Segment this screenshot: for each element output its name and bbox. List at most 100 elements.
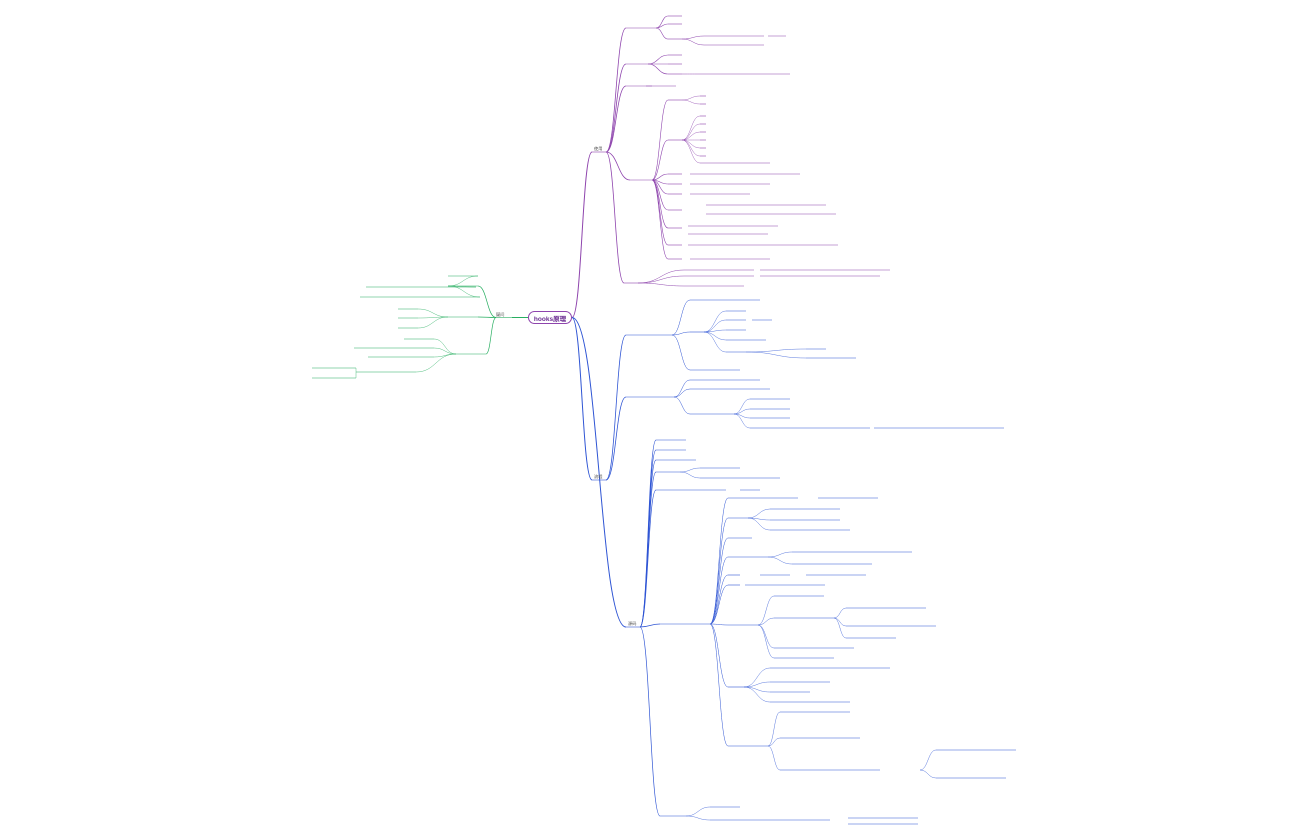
connector bbox=[605, 85, 627, 153]
connector bbox=[681, 123, 701, 141]
branch-connector bbox=[571, 151, 593, 318]
connector bbox=[743, 686, 771, 693]
connector bbox=[651, 139, 669, 181]
connector bbox=[747, 517, 771, 531]
connector bbox=[681, 115, 701, 141]
connector bbox=[417, 316, 449, 329]
connector bbox=[605, 63, 627, 153]
connector bbox=[733, 398, 751, 415]
connector bbox=[673, 379, 691, 398]
connector bbox=[743, 681, 771, 688]
connector bbox=[757, 617, 775, 626]
connector bbox=[447, 275, 479, 287]
connector bbox=[733, 408, 751, 415]
connector bbox=[745, 348, 807, 353]
connector bbox=[745, 351, 807, 359]
connector bbox=[417, 316, 449, 319]
connector bbox=[703, 319, 727, 333]
connector bbox=[709, 623, 729, 688]
connector bbox=[647, 63, 669, 75]
connector bbox=[605, 27, 627, 153]
connector bbox=[679, 467, 701, 473]
connector bbox=[709, 623, 729, 747]
branch-node[interactable]: 流程 bbox=[594, 474, 603, 479]
connector bbox=[605, 396, 627, 481]
connector bbox=[767, 711, 781, 747]
connector bbox=[651, 179, 669, 246]
connector bbox=[767, 556, 793, 565]
connector bbox=[833, 617, 847, 627]
connector bbox=[743, 686, 771, 703]
connector bbox=[655, 23, 669, 29]
connector bbox=[703, 331, 727, 341]
connector bbox=[673, 388, 691, 398]
connector bbox=[681, 38, 705, 46]
connector bbox=[639, 626, 661, 817]
connector bbox=[671, 334, 691, 371]
connector bbox=[681, 131, 701, 141]
root-node[interactable]: hooks原理 bbox=[528, 311, 572, 324]
connector bbox=[671, 331, 691, 336]
connector bbox=[681, 139, 701, 157]
connector bbox=[651, 179, 669, 260]
branch-connector bbox=[571, 317, 627, 628]
connector bbox=[681, 99, 701, 105]
connector bbox=[703, 331, 727, 353]
connector bbox=[681, 139, 701, 164]
connector bbox=[703, 310, 727, 333]
connector bbox=[757, 624, 775, 659]
connector bbox=[417, 308, 449, 318]
branch-node[interactable]: 源码 bbox=[628, 621, 637, 626]
connector bbox=[733, 413, 751, 429]
connector bbox=[919, 749, 937, 771]
connector bbox=[477, 316, 497, 318]
connector bbox=[743, 667, 771, 688]
connector bbox=[685, 815, 711, 821]
connector bbox=[703, 329, 727, 333]
connector bbox=[681, 35, 705, 40]
connector bbox=[709, 517, 729, 625]
connector bbox=[767, 551, 793, 558]
connector bbox=[757, 624, 775, 649]
connector bbox=[709, 537, 729, 625]
connector bbox=[709, 574, 729, 625]
connector bbox=[651, 99, 669, 181]
connector bbox=[485, 317, 497, 355]
connector bbox=[747, 517, 771, 521]
connector bbox=[733, 413, 751, 419]
connector bbox=[605, 334, 627, 481]
connector bbox=[433, 347, 457, 355]
connector bbox=[605, 151, 625, 284]
connector bbox=[639, 623, 661, 628]
connector bbox=[415, 353, 457, 373]
connector bbox=[647, 54, 669, 65]
connector bbox=[709, 623, 729, 626]
branch-node[interactable]: 疑问 bbox=[496, 311, 505, 317]
connector bbox=[433, 338, 457, 355]
connector bbox=[637, 282, 685, 287]
connector bbox=[685, 806, 711, 817]
connector bbox=[477, 285, 497, 318]
connector bbox=[767, 745, 781, 771]
connector bbox=[709, 497, 729, 625]
connector bbox=[637, 275, 685, 284]
connector bbox=[709, 556, 729, 625]
connector bbox=[447, 285, 481, 298]
branch-node[interactable]: 使用 bbox=[594, 146, 603, 151]
connector bbox=[671, 299, 691, 336]
connector bbox=[833, 617, 847, 639]
connector bbox=[757, 595, 775, 626]
connector bbox=[767, 737, 781, 747]
branch-connector bbox=[571, 317, 593, 481]
connector bbox=[747, 508, 771, 519]
connector bbox=[833, 607, 847, 619]
connector bbox=[681, 95, 701, 101]
connector bbox=[919, 769, 937, 779]
connector bbox=[679, 471, 701, 479]
connector bbox=[673, 396, 691, 415]
connector bbox=[605, 151, 631, 181]
connector bbox=[655, 27, 669, 40]
connector bbox=[681, 139, 701, 149]
